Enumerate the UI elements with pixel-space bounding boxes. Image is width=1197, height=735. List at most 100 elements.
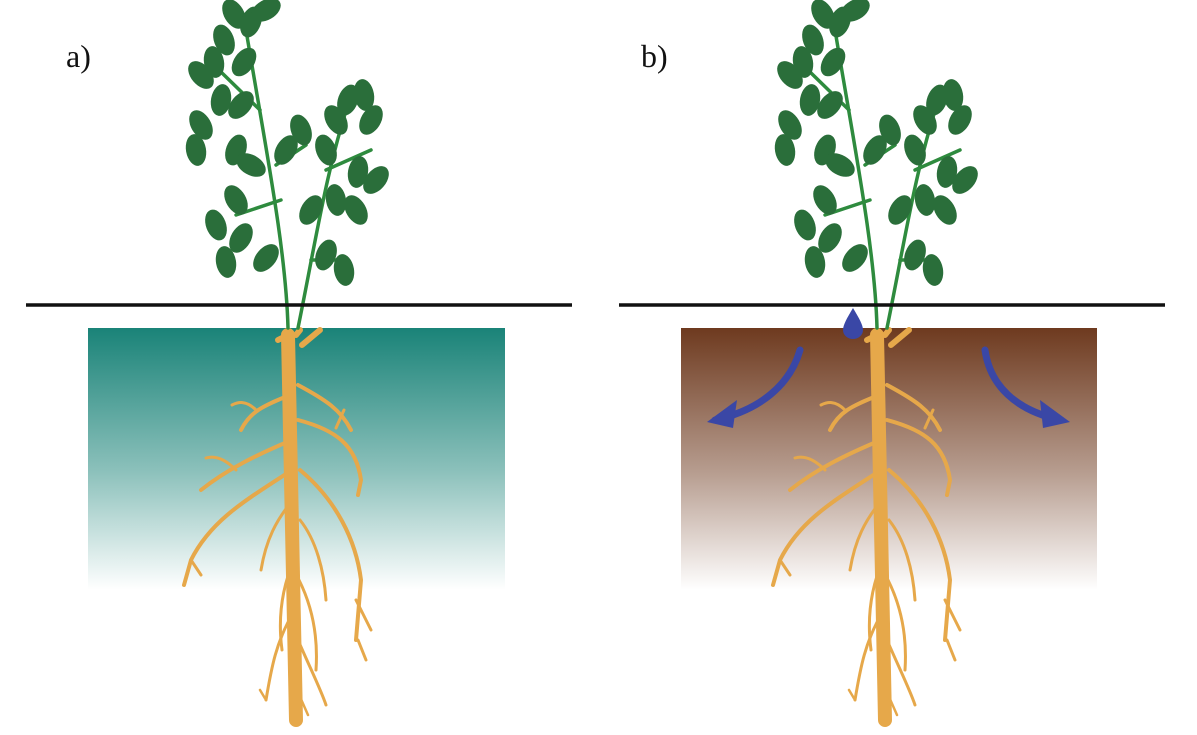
root-branch	[296, 418, 363, 497]
leaf	[904, 134, 926, 166]
root-branch	[943, 598, 962, 662]
root-branch	[923, 408, 935, 430]
root-branch	[886, 578, 907, 672]
leaf	[817, 91, 843, 119]
plant-leaves	[185, 0, 389, 286]
leaf	[205, 209, 227, 241]
root-branch	[887, 468, 952, 642]
root-branch	[264, 608, 297, 702]
root-system	[771, 327, 962, 727]
leaf	[353, 79, 375, 111]
root-branch	[204, 455, 238, 472]
leaf	[933, 195, 957, 225]
leaf	[818, 223, 842, 253]
arrow-left-head	[707, 400, 737, 428]
root-branch	[297, 578, 318, 672]
root-branch	[870, 328, 892, 727]
leaf	[863, 135, 887, 165]
leaf	[315, 239, 337, 271]
root-branch	[778, 558, 792, 577]
root-branch	[230, 401, 258, 412]
root-branch	[788, 438, 883, 492]
panel-a-illustration	[26, 0, 572, 727]
leaf	[936, 156, 958, 188]
leaf	[952, 166, 978, 194]
leaf	[344, 195, 368, 225]
leaf	[778, 110, 802, 140]
root-system	[182, 327, 373, 727]
leaf	[802, 24, 824, 56]
leaf	[948, 105, 972, 135]
root-branch	[848, 498, 884, 572]
leaf	[913, 105, 937, 135]
leaf	[804, 246, 826, 278]
leaf	[942, 79, 964, 111]
leaf	[333, 254, 355, 286]
leaf	[794, 209, 816, 241]
stem-left	[833, 28, 879, 330]
leaf	[888, 195, 912, 225]
root-branch	[258, 688, 268, 702]
root-branch	[295, 688, 310, 717]
leaf	[347, 156, 369, 188]
leaf	[253, 244, 279, 272]
root-branch	[296, 383, 353, 432]
root-branch	[828, 393, 881, 432]
root-branch	[819, 401, 847, 412]
leaf	[842, 244, 868, 272]
root-branch	[793, 455, 827, 472]
leaf	[926, 84, 948, 116]
leaf	[811, 0, 835, 29]
root-branch	[298, 518, 328, 602]
leaf	[359, 105, 383, 135]
root-branch	[259, 498, 295, 572]
root-branch	[847, 688, 857, 702]
plant-leaves	[774, 0, 978, 286]
leaf	[799, 84, 821, 116]
root-branch	[189, 558, 203, 577]
root-branch	[275, 327, 323, 348]
root-branch	[199, 438, 294, 492]
leaf	[274, 135, 298, 165]
leaf	[290, 114, 312, 146]
soil-block	[681, 328, 1097, 590]
leaf	[820, 47, 846, 77]
panel-b: b)	[599, 0, 1197, 735]
leaf	[231, 47, 257, 77]
leaf	[299, 195, 323, 225]
leaf	[904, 239, 926, 271]
leaf	[251, 0, 281, 22]
root-branch	[885, 383, 942, 432]
root-branch	[296, 638, 328, 707]
panel-a: a)	[0, 0, 598, 735]
leaf	[228, 91, 254, 119]
panel-b-illustration	[619, 0, 1165, 727]
root-branch	[354, 598, 373, 662]
root-branch	[182, 468, 294, 587]
root-branch	[884, 688, 899, 717]
leaf	[189, 110, 213, 140]
root-branch	[281, 328, 303, 727]
root-branch	[885, 418, 952, 497]
arrow-right-head	[1040, 400, 1070, 428]
leaf	[813, 185, 837, 215]
root-branch	[334, 408, 346, 430]
leaf	[229, 223, 253, 253]
stem-left	[244, 28, 290, 330]
leaf	[236, 153, 266, 177]
root-branch	[771, 468, 883, 587]
root-branch	[885, 638, 917, 707]
panel-label-a: a)	[66, 38, 91, 74]
root-branch	[239, 393, 292, 432]
leaf	[222, 0, 246, 29]
leaf	[337, 84, 359, 116]
leaf	[879, 114, 901, 146]
leaf	[213, 24, 235, 56]
root-branch	[887, 518, 917, 602]
leaf	[922, 254, 944, 286]
leaf	[774, 134, 796, 166]
water-drop	[843, 308, 863, 339]
leaf	[825, 153, 855, 177]
leaf	[210, 84, 232, 116]
leaf	[185, 134, 207, 166]
